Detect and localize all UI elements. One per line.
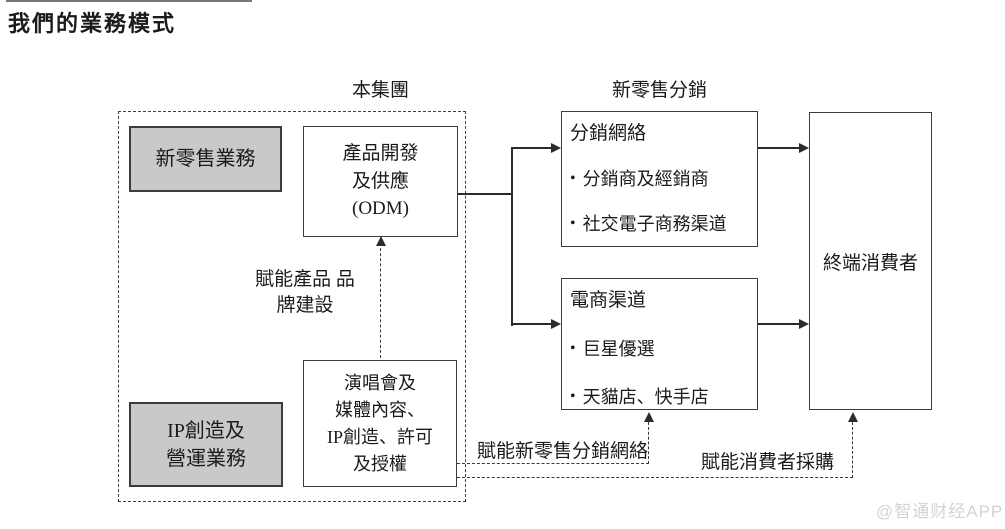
arrowhead-up-icon: [376, 236, 386, 246]
node-title: 分銷網絡: [570, 123, 647, 144]
bullet-icon: •: [570, 340, 576, 357]
node-new-retail-business: 新零售業務: [129, 126, 282, 192]
node-end-consumer: 終端消費者: [809, 112, 932, 410]
label-line: 賦能產品: [255, 269, 332, 290]
arrowhead-right-icon: [799, 143, 809, 153]
label-empower-product-brand: 賦能產品 品牌建設: [252, 267, 358, 318]
list-item: • 社交電子商務渠道: [570, 212, 749, 236]
node-ip-creation-operation-business: IP創造及 營運業務: [129, 402, 283, 487]
list-item-label: 天貓店、快手店: [582, 387, 709, 407]
list-item: • 巨星優選: [570, 337, 749, 361]
node-label-line: IP創造、許可: [326, 426, 433, 447]
node-label-line: 營運業務: [166, 447, 246, 470]
arrowhead-right-icon: [551, 143, 561, 153]
node-label-line: (ODM): [352, 198, 409, 220]
node-product-development-odm: 產品開發 及供應 (ODM): [303, 126, 458, 237]
dashed-connector-empower-consumer-h: [457, 477, 853, 478]
node-label-line: 演唱會及: [344, 372, 416, 393]
dashed-connector-empower-distribution-h: [457, 463, 649, 464]
list-item: • 天貓店、快手店: [570, 385, 749, 409]
node-title: 電商渠道: [570, 290, 647, 311]
group-dashed-container: [118, 111, 466, 502]
label-empower-consumer-purchase: 賦能消費者採購: [701, 452, 835, 473]
arrowhead-up-icon: [644, 412, 654, 422]
arrowhead-right-icon: [799, 319, 809, 329]
list-item-label: 分銷商及經銷商: [582, 169, 709, 189]
list-item-label: 社交電子商務渠道: [582, 214, 727, 234]
node-label: 新零售業務: [155, 148, 256, 170]
dashed-connector-empower-consumer-v: [852, 422, 853, 478]
dashed-connector-concert-to-odm: [380, 243, 381, 358]
label-empower-distribution-network: 賦能新零售分銷網絡: [477, 441, 649, 462]
label-line: 品牌建設: [276, 269, 355, 316]
page-title: 我們的業務模式: [8, 11, 177, 36]
connector-to-ecommerce: [512, 323, 552, 325]
watermark: @智通财经APP: [876, 502, 1004, 521]
node-label-line: IP創造及: [167, 419, 245, 442]
arrowhead-up-icon: [848, 412, 858, 422]
node-ecommerce-channels: 電商渠道 • 巨星優選 • 天貓店、快手店: [561, 278, 758, 410]
cropped-text-artifact: [6, 0, 252, 2]
node-distribution-network: 分銷網絡 • 分銷商及經銷商 • 社交電子商務渠道: [561, 111, 758, 247]
arrowhead-right-icon: [551, 319, 561, 329]
bullet-icon: •: [570, 170, 576, 187]
dashed-connector-empower-distribution-v: [648, 422, 649, 464]
bullet-icon: •: [570, 388, 576, 405]
connector-ecom-to-consumer: [758, 323, 800, 325]
node-label-line: 及供應: [351, 170, 409, 192]
node-label-line: 媒體內容、: [335, 399, 425, 420]
node-label-line: 產品開發: [342, 143, 419, 165]
connector-branch-vertical: [511, 147, 513, 326]
new-retail-distribution-zone-label: 新零售分銷: [611, 80, 707, 101]
list-item-label: 巨星優選: [582, 339, 655, 359]
connector-distnet-to-consumer: [758, 147, 800, 149]
list-item: • 分銷商及經銷商: [570, 167, 749, 191]
connector-to-distribution-network: [512, 147, 552, 149]
node-label-line: 及授權: [353, 453, 407, 474]
bullet-icon: •: [570, 215, 576, 232]
node-concert-media-ip-licensing: 演唱會及 媒體內容、 IP創造、許可 及授權: [303, 360, 457, 487]
node-label: 終端消費者: [822, 252, 918, 274]
connector-odm-out: [458, 193, 512, 195]
group-zone-label: 本集團: [351, 80, 409, 101]
